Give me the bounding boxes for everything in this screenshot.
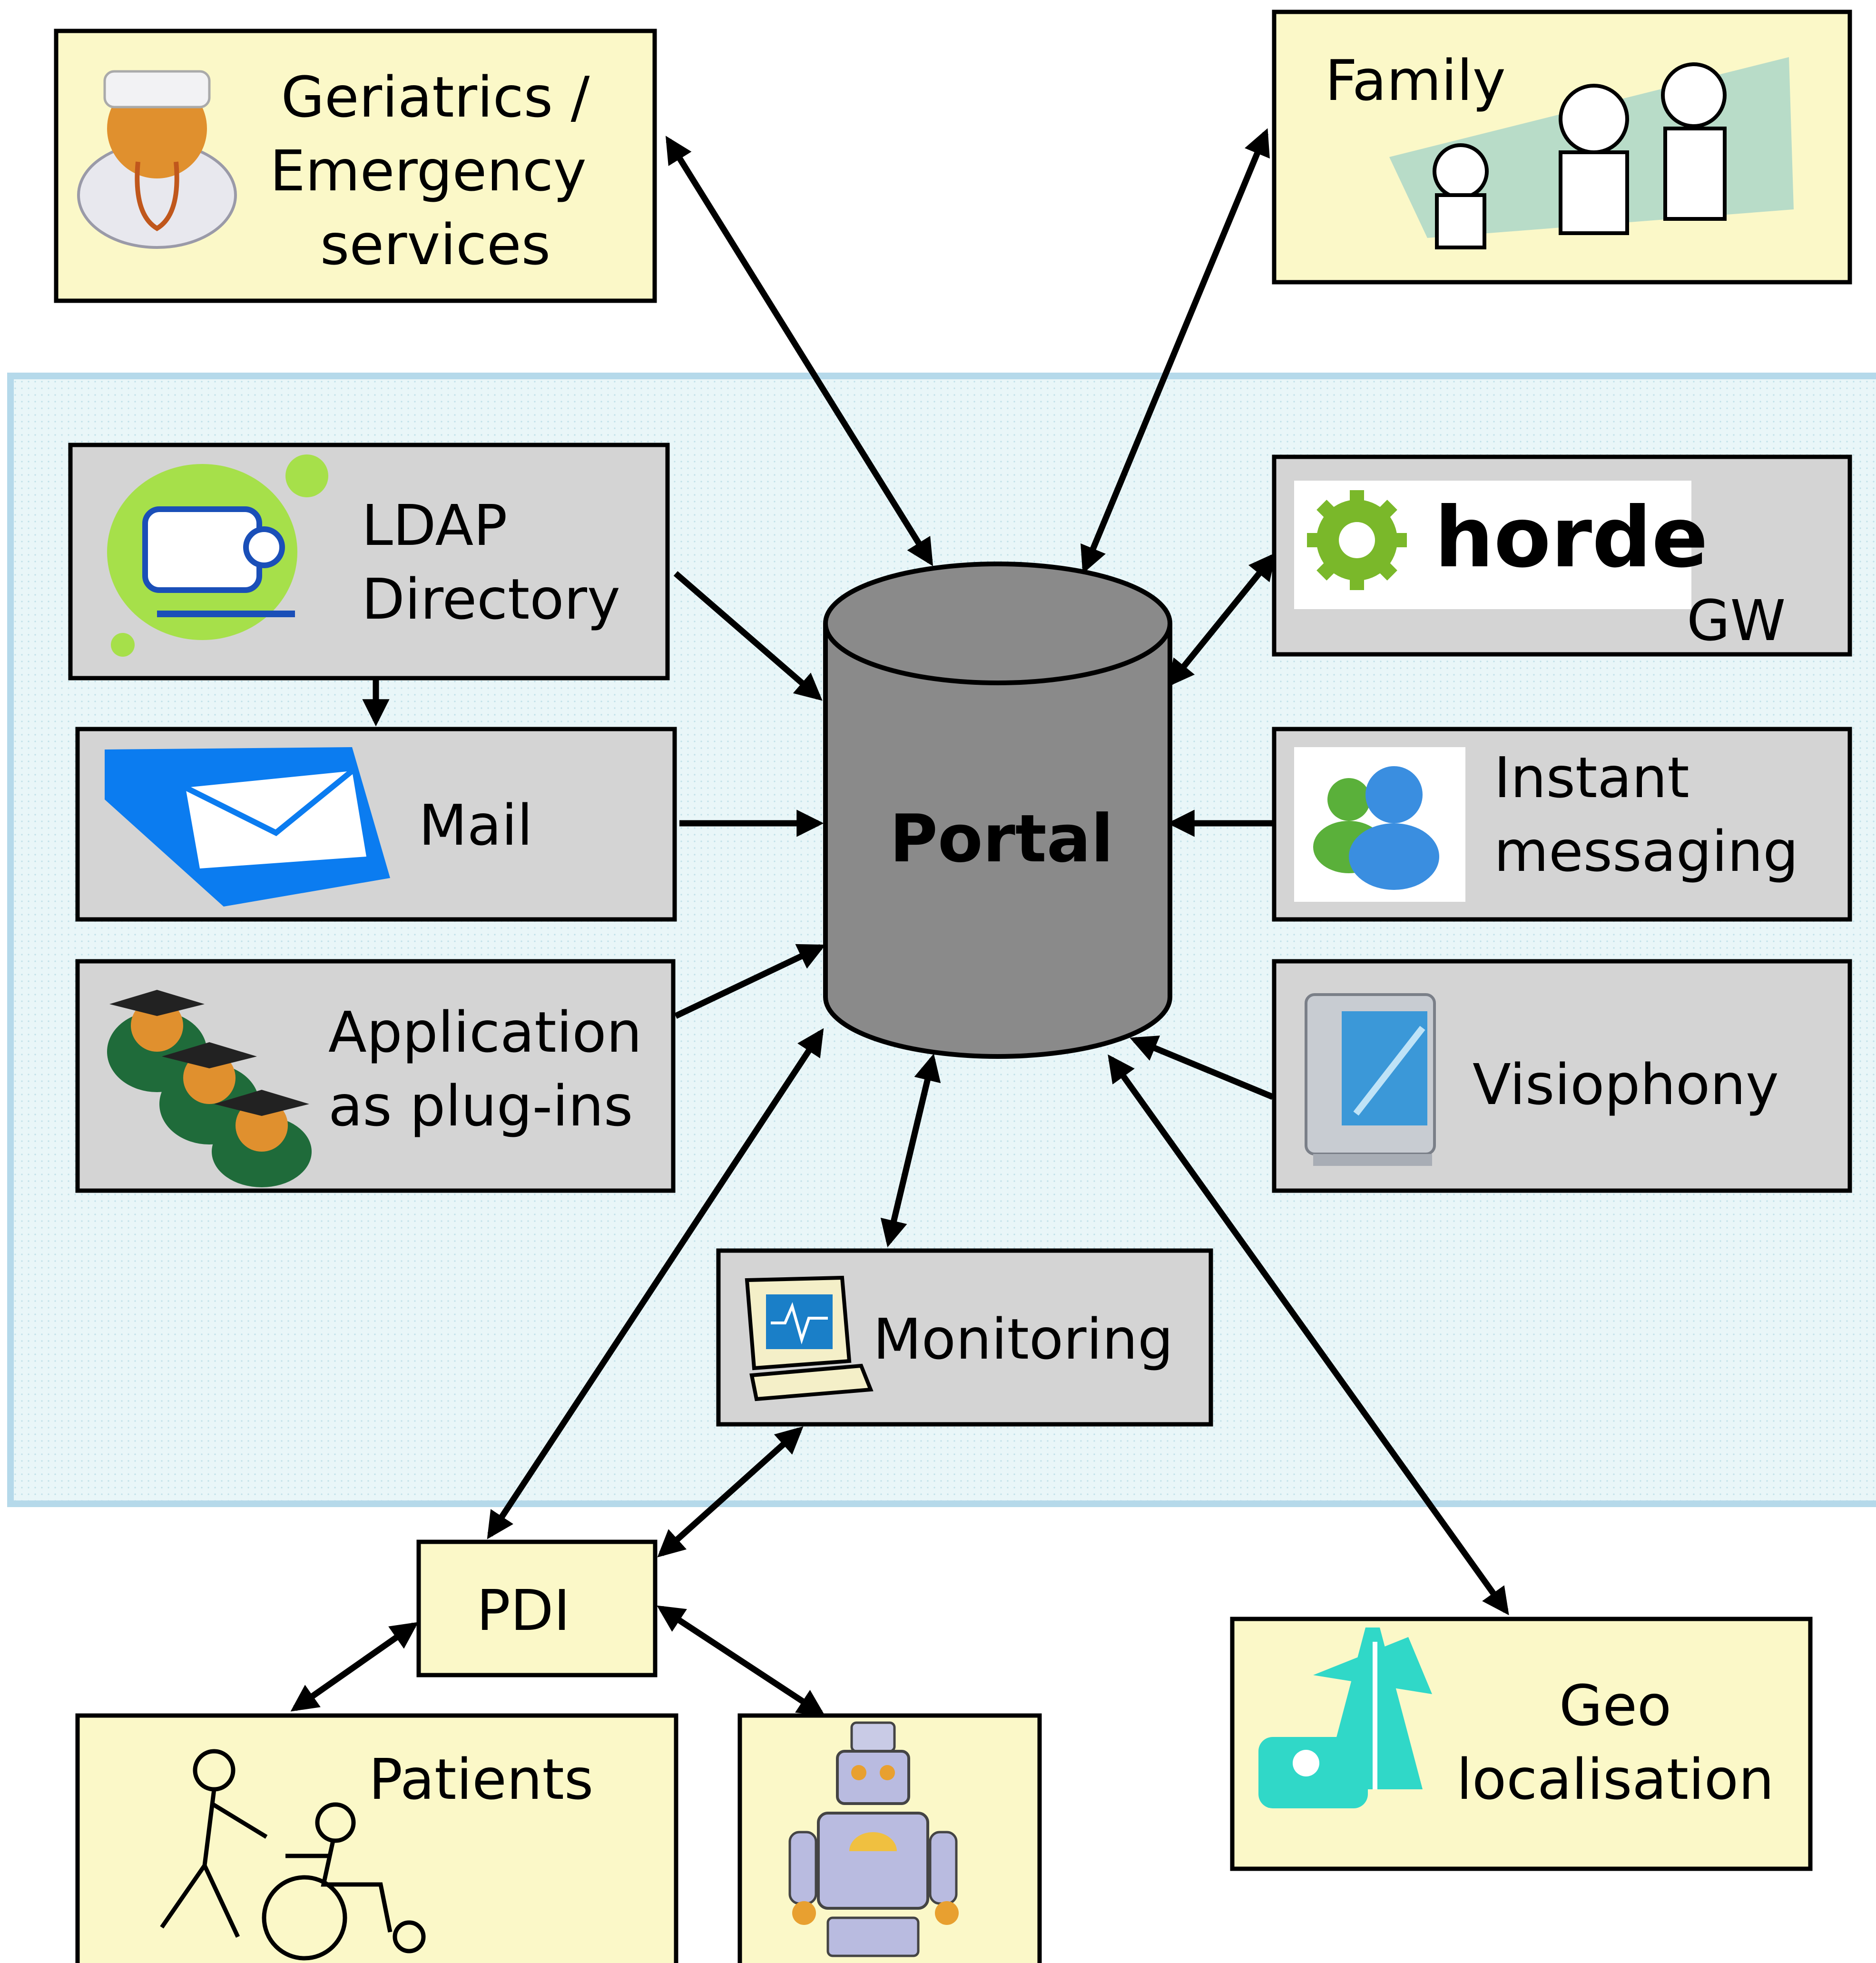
geo-label-2: localisation [1456,1746,1774,1812]
arrow-horde-portal [1167,552,1277,687]
visiophony-label: Visiophony [1473,1052,1779,1117]
arrow-portal-geo [1108,1054,1509,1616]
monitoring-node: Monitoring [716,1248,1213,1427]
geriatrics-label-3: services [320,212,550,277]
instant-messaging-node: Instant messaging [1272,727,1852,922]
arrow-family-portal [1080,128,1270,574]
applications-node: Application as plug-ins [75,959,676,1193]
mail-node: Mail [75,727,677,922]
pdi-node: PDI [416,1539,658,1677]
patients-label: Patients [369,1746,593,1812]
family-label: Family [1325,48,1506,113]
horde-node: horde GW [1272,454,1852,657]
ldap-node: LDAP Directory [68,443,670,681]
geo-node: Geo localisation [1230,1617,1813,1871]
geo-label-1: Geo [1559,1673,1671,1738]
messenger-users-icon [1313,766,1439,890]
tv-screen-icon [1305,993,1436,1166]
graduates-icon [107,990,312,1187]
portal-database: Portal [823,562,1172,1059]
monitoring-label: Monitoring [873,1306,1173,1372]
geriatrics-label-2: Emergency [270,138,587,204]
horde-logo-text: horde [1434,490,1708,586]
connections [290,128,1509,1716]
geriatrics-label-1: Geriatrics / [281,64,590,130]
applications-label-1: Application [328,999,642,1065]
visiophony-node: Visiophony [1272,959,1852,1193]
robot-icon [788,1721,959,1957]
gear-icon [1307,490,1407,590]
pdi-label: PDI [477,1578,570,1643]
im-label-2: messaging [1494,819,1798,884]
geriatrics-node: Geriatrics / Emergency services [54,29,657,303]
monitor-computer-icon [745,1275,874,1401]
portal-label: Portal [890,800,1113,877]
im-label-1: Instant [1494,745,1689,810]
arrow-ldap-portal [673,571,823,701]
horde-gw-label: GW [1687,588,1786,653]
ldap-label-1: LDAP [362,493,507,558]
applications-label-2: as plug-ins [328,1073,633,1139]
directory-server-icon [107,454,328,657]
patients-node: Patients [75,1713,678,1963]
wheelchair-icon [160,1749,426,1961]
doctor-icon [77,70,237,249]
family-node: Family [1272,10,1852,285]
arrow-pdi-robot [657,1605,825,1716]
antenna-icon [1258,1628,1432,1808]
arrow-monitoring-portal [880,1053,941,1248]
family-clipart-icon [1389,57,1794,249]
robot-node [737,1713,1042,1963]
arrow-apps-portal [674,944,826,1019]
arrow-geriatrics-portal [665,136,933,566]
mail-label: Mail [419,792,533,858]
envelope-icon [105,747,390,907]
ldap-label-2: Directory [362,566,620,632]
arrow-monitoring-pdi [657,1426,804,1558]
arrow-pdi-patients [290,1622,419,1712]
arrow-portal-pdi [487,1028,824,1539]
